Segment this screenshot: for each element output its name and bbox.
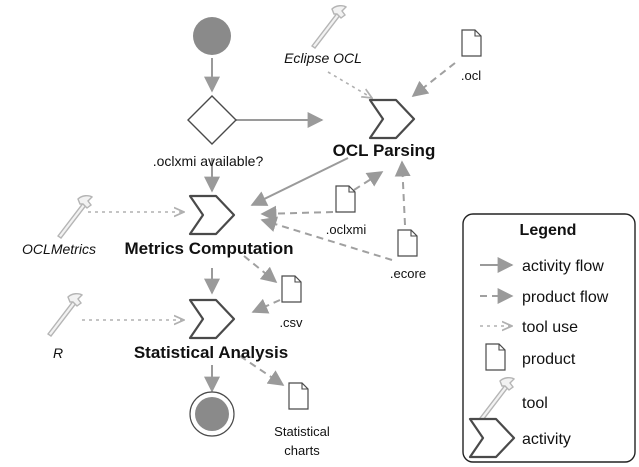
ocl-product-label: .ocl	[461, 68, 481, 83]
metrics-computation-activity	[188, 194, 236, 236]
start-node	[193, 17, 231, 55]
edge-csv-to-analysis	[251, 298, 281, 314]
ocl-parsing-activity	[368, 98, 416, 140]
ocl-metrics-tool-icon	[57, 194, 93, 239]
edge-oclxmi-to-metrics	[260, 205, 334, 222]
statistical-analysis-activity	[188, 298, 236, 340]
activity-flow-edges	[204, 58, 349, 393]
oclxmi-document-icon	[335, 185, 356, 213]
legend-activity-label: activity	[522, 431, 571, 448]
csv-document-icon	[281, 275, 302, 303]
tool-use-edges	[82, 71, 372, 320]
ecore-document-icon	[397, 229, 418, 257]
end-node	[195, 397, 229, 431]
legend-tool-label: tool	[522, 395, 548, 412]
eclipse-ocl-tool-icon	[311, 4, 347, 49]
edge-ecore-to-parsing	[394, 160, 411, 226]
legend-title: Legend	[520, 222, 577, 239]
charts-product-label-line1: Statistical	[274, 424, 330, 439]
csv-product-label: .csv	[279, 315, 303, 330]
charts-product-label-line2: charts	[284, 443, 320, 458]
legend-product-flow-label: product flow	[522, 289, 609, 306]
ecore-product-label: .ecore	[390, 266, 426, 281]
ocl-metrics-label: OCLMetrics	[22, 241, 96, 257]
legend-product-label: product	[522, 351, 576, 368]
product-flow-edges	[239, 62, 456, 386]
edge-oclxmi-to-parsing	[353, 171, 384, 191]
oclxmi-product-label: .oclxmi	[326, 222, 367, 237]
legend-product-icon	[485, 343, 506, 371]
decision-node	[187, 95, 237, 145]
ocl-parsing-label: OCL Parsing	[333, 141, 436, 160]
charts-document-icon	[288, 382, 309, 410]
metrics-computation-label: Metrics Computation	[124, 239, 293, 258]
r-tool-icon	[47, 292, 83, 337]
statistical-analysis-label: Statistical Analysis	[134, 343, 288, 362]
legend: Legend activity flow product flow tool u…	[462, 213, 636, 463]
edge-eclipse-ocl-to-parsing	[327, 71, 372, 98]
edge-ecore-to-metrics	[260, 216, 393, 261]
legend-box	[462, 213, 636, 463]
legend-activity-flow-label: activity flow	[522, 258, 604, 275]
eclipse-ocl-label: Eclipse OCL	[284, 50, 362, 66]
edge-ocl-to-parsing	[411, 62, 456, 97]
edge-parsing-to-metrics	[250, 157, 349, 206]
legend-tool-use-label: tool use	[522, 319, 578, 336]
decision-label: .oclxmi available?	[153, 153, 264, 169]
edge-metrics-to-csv	[243, 255, 278, 284]
ocl-document-icon	[461, 29, 482, 57]
r-label: R	[53, 345, 63, 361]
edge-analysis-to-charts	[239, 355, 285, 386]
